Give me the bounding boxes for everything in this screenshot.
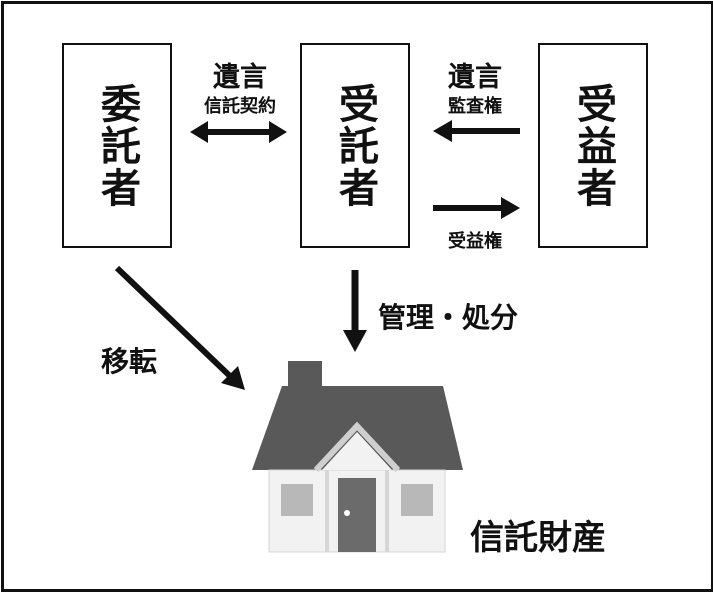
beneficiary-label: 受益者 xyxy=(570,82,616,209)
down-arrow-icon xyxy=(343,270,367,352)
beneficiary-box: 受益者 xyxy=(538,43,648,248)
beneficial-right-label: 受益権 xyxy=(448,231,502,252)
will-label-left: 遺言 xyxy=(213,62,267,93)
house-icon xyxy=(252,361,463,553)
settlor-box: 委託者 xyxy=(62,43,172,248)
settlor-label: 委託者 xyxy=(94,82,140,209)
trustee-box: 受託者 xyxy=(300,43,410,248)
trustee-label: 受託者 xyxy=(332,82,378,209)
diagonal-arrow-icon xyxy=(114,265,245,390)
trust-contract-label: 信託契約 xyxy=(204,96,276,117)
audit-right-label: 監査権 xyxy=(448,96,502,117)
right-arrow-icon xyxy=(433,197,520,219)
trust-asset-label: 信託財産 xyxy=(470,518,606,558)
transfer-label: 移転 xyxy=(101,345,158,378)
double-arrow-icon xyxy=(190,121,287,143)
will-label-right: 遺言 xyxy=(448,62,502,93)
left-arrow-icon xyxy=(433,120,520,142)
manage-dispose-label: 管理・処分 xyxy=(378,301,519,334)
